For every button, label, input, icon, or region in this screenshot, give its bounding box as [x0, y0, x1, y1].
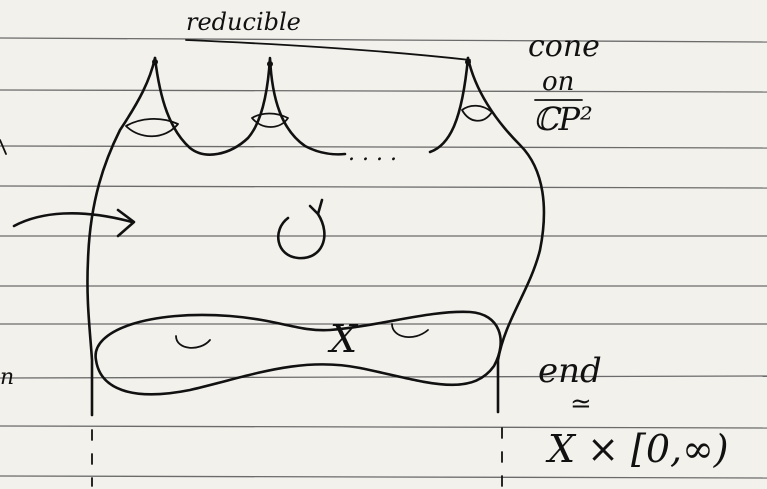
top-label-underline — [186, 40, 470, 60]
end-label-line3: X × [0,∞) — [545, 427, 729, 471]
left-edge-mark: n — [0, 365, 14, 390]
cone-label-line2: on — [542, 67, 574, 97]
counterclockwise-arrow-icon — [278, 200, 324, 258]
ruled-lines — [0, 38, 767, 478]
x-label: X — [327, 317, 359, 361]
cone-label-line1: cone — [528, 29, 600, 64]
cone-section-3 — [462, 106, 492, 121]
top-label: reducible — [186, 8, 301, 36]
cone-section-1 — [126, 119, 178, 136]
ellipsis-dots: . . . . — [348, 141, 397, 166]
top-scallop-edge-right — [430, 58, 468, 152]
top-scallop-edge — [155, 58, 345, 155]
cone-label-line3: ℂP² — [533, 100, 593, 138]
end-label-line2: ≃ — [570, 389, 592, 419]
small-rotation-left — [176, 336, 210, 348]
cusp-point-2 — [267, 61, 273, 67]
cusp-point-3 — [465, 59, 471, 65]
cusp-point-1 — [152, 59, 158, 65]
end-label-line1: end — [538, 351, 602, 391]
left-edge-tick-upper — [0, 140, 6, 154]
small-rotation-right — [392, 324, 428, 337]
right-arrow-icon — [14, 210, 134, 236]
